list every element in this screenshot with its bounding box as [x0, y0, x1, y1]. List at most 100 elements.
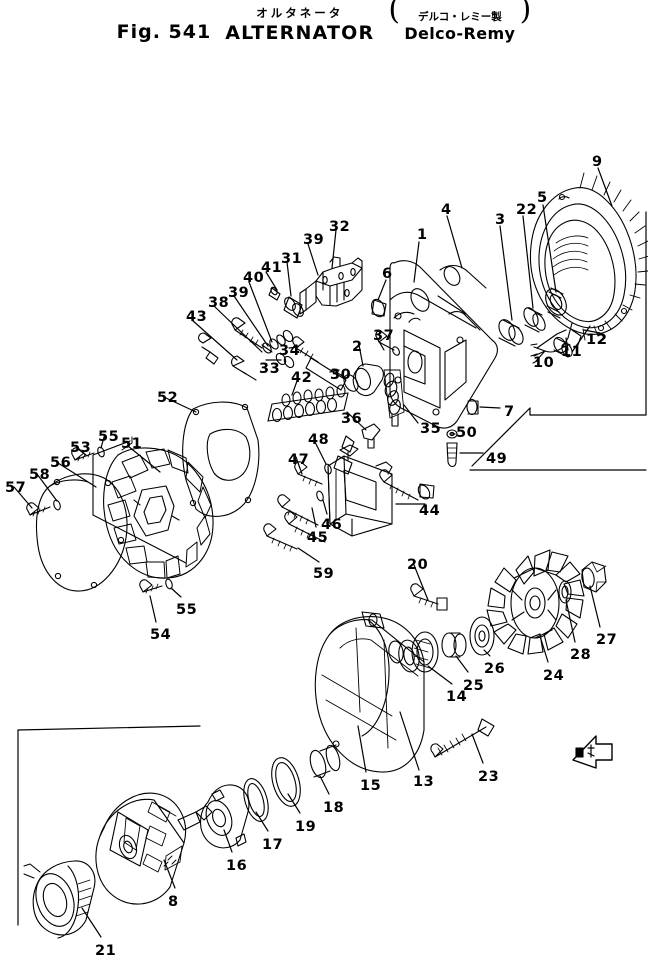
callout-number-26: 26: [484, 661, 506, 677]
callout-number-5: 5: [537, 190, 548, 206]
figure-number: Fig. 541: [116, 21, 212, 43]
callout-number-50: 50: [456, 425, 478, 441]
callout-number-58: 58: [29, 467, 51, 483]
plate-part52: [183, 402, 259, 516]
callout-number-1: 1: [417, 227, 428, 243]
washer-stack-part35: [383, 370, 404, 426]
callout-number-36: 36: [341, 411, 363, 427]
callout-number-4: 4: [441, 202, 452, 218]
callout-number-46: 46: [321, 517, 343, 533]
bracket-part32: [300, 257, 362, 314]
callout-number-52: 52: [157, 390, 179, 406]
nut-part27: [580, 562, 606, 592]
right-paren: ): [519, 0, 532, 27]
callout-number-24: 24: [543, 668, 565, 684]
callout-number-51: 51: [121, 436, 143, 452]
callout-number-6: 6: [382, 266, 393, 282]
callout-number-2: 2: [352, 339, 363, 355]
washer-part55-lower: [165, 578, 174, 589]
group-frame-lines: [18, 212, 646, 925]
callout-number-7: 7: [504, 404, 515, 420]
bearing-retainer-part15: [396, 639, 421, 674]
figure-title-english: ALTERNATOR: [225, 22, 375, 44]
callout-number-33: 33: [259, 361, 281, 377]
callout-number-59: 59: [313, 566, 335, 582]
collar-part18: [307, 744, 342, 780]
callout-number-13: 13: [413, 774, 435, 790]
diode-cells: [273, 385, 346, 422]
callout-number-3: 3: [495, 212, 506, 228]
bearing-part14: [412, 632, 438, 672]
diode-strip-part42: [268, 385, 348, 422]
bolt-part20: [411, 584, 447, 610]
callout-number-27: 27: [596, 632, 618, 648]
callout-number-39: 39: [228, 285, 250, 301]
bracket-part44: [278, 436, 434, 542]
leader-lines: [14, 168, 612, 937]
callout-number-12: 12: [586, 332, 608, 348]
callout-number-45: 45: [307, 530, 329, 546]
callout-number-47: 47: [288, 452, 310, 468]
callout-number-53: 53: [70, 440, 92, 456]
bolt-part54: [140, 580, 162, 593]
callout-number-28: 28: [570, 647, 592, 663]
drive-end-frame-part13: [315, 612, 424, 772]
bolt-part49: [447, 443, 457, 467]
callout-number-41: 41: [261, 260, 283, 276]
reference-tag-symbol: [573, 736, 612, 768]
callout-number-11: 11: [561, 344, 583, 360]
callout-number-10: 10: [533, 355, 555, 371]
callout-number-40: 40: [243, 270, 265, 286]
manufacturer-block: ( デルコ・レミー製 Delco-Remy ): [388, 0, 531, 44]
callout-number-44: 44: [419, 503, 441, 519]
callout-number-37: 37: [373, 328, 395, 344]
terminal-part11: [551, 335, 574, 358]
callout-number-32: 32: [329, 219, 351, 235]
figure-title-block: Fig. 541 オルタネータ ALTERNATOR ( デルコ・レミー製 De…: [0, 0, 648, 44]
cover-plate-part56: [37, 474, 128, 591]
fan-part24: [487, 550, 584, 654]
rear-end-frame-part1: [390, 261, 497, 428]
callout-number-21: 21: [95, 943, 117, 959]
callout-number-20: 20: [407, 557, 429, 573]
ring-part19: [267, 754, 306, 809]
manufacturer-japanese: デルコ・レミー製: [417, 11, 502, 23]
stator-part9: [530, 173, 648, 363]
pulley-part21: [24, 861, 95, 938]
collar-part22: [521, 305, 548, 332]
bolt-part47: [295, 462, 322, 486]
callout-number-38: 38: [208, 295, 230, 311]
callout-number-18: 18: [323, 800, 345, 816]
callout-number-39: 39: [303, 232, 325, 248]
brush-screw-assembly: [199, 286, 361, 394]
callout-number-14: 14: [446, 689, 468, 705]
callout-number-55: 55: [176, 602, 198, 618]
left-paren: (: [388, 0, 401, 27]
callout-number-2: 2: [597, 332, 608, 348]
callout-number-56: 56: [50, 455, 72, 471]
callout-number-55: 55: [98, 429, 120, 445]
washer-part58: [53, 499, 62, 510]
bolt-part7: [467, 400, 478, 415]
spacer-part3: [496, 317, 526, 347]
insulator-part6: [369, 297, 386, 318]
screw-part37: [376, 331, 401, 357]
washer-part26: [470, 617, 494, 655]
cap-part2: [353, 364, 383, 395]
callout-number-49: 49: [486, 451, 508, 467]
bolt-part23: [431, 719, 494, 757]
callout-number-57: 57: [5, 480, 27, 496]
terminal-part36: [362, 424, 380, 448]
callout-number-9: 9: [592, 154, 603, 170]
callout-number-42: 42: [291, 370, 313, 386]
callout-number-25: 25: [463, 678, 485, 694]
callout-number-34: 34: [279, 343, 301, 359]
callout-number-31: 31: [281, 251, 303, 267]
rotor-part8: [96, 793, 212, 904]
callout-number-15: 15: [360, 778, 382, 794]
callout-number-23: 23: [478, 769, 500, 785]
ring-part17: [239, 776, 272, 824]
callout-number-30: 30: [330, 367, 352, 383]
